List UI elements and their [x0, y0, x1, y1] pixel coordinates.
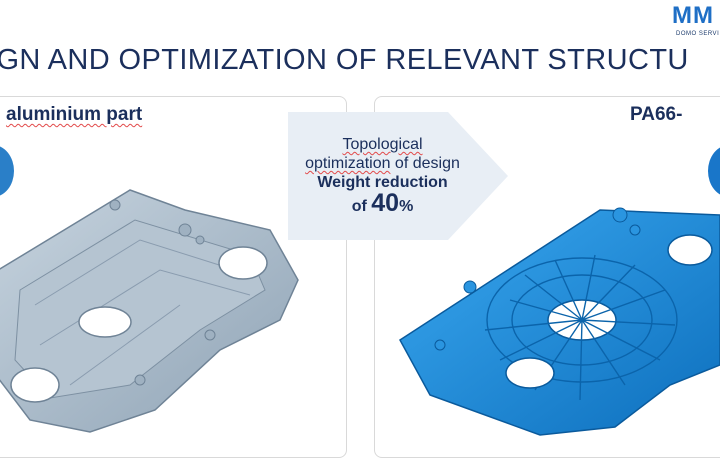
right-badge-icon	[708, 145, 720, 197]
aluminium-part-label: aluminium part	[6, 104, 143, 125]
logo-subtitle: DOMO SERVI	[676, 31, 720, 37]
right-arrow-shape	[288, 112, 508, 240]
logo-mark: MM	[672, 2, 714, 29]
callout-optimization: optimization	[305, 155, 391, 172]
callout-of-design: of design	[390, 155, 460, 172]
callout-weight-reduction: Weight reduction	[317, 174, 448, 191]
callout-percentage: of 40%	[290, 191, 475, 216]
callout-topological: Topological	[342, 136, 423, 153]
plastic-part-label: PA66-	[630, 104, 683, 125]
callout-line-1: Topological	[290, 135, 475, 154]
callout-of: of	[351, 198, 372, 215]
left-badge-icon	[0, 145, 14, 197]
slide-title: IGN AND OPTIMIZATION OF RELEVANT STRUCTU	[0, 44, 689, 76]
company-logo: MM DOMO SERVI	[672, 2, 720, 42]
optimization-callout: Topological optimization of design Weigh…	[290, 135, 475, 216]
callout-value: 40	[371, 189, 400, 217]
callout-line-2: optimization of design	[290, 154, 475, 173]
aluminium-part-illustration	[0, 189, 299, 433]
callout-unit: %	[399, 198, 414, 215]
plastic-part-illustration	[399, 207, 720, 436]
